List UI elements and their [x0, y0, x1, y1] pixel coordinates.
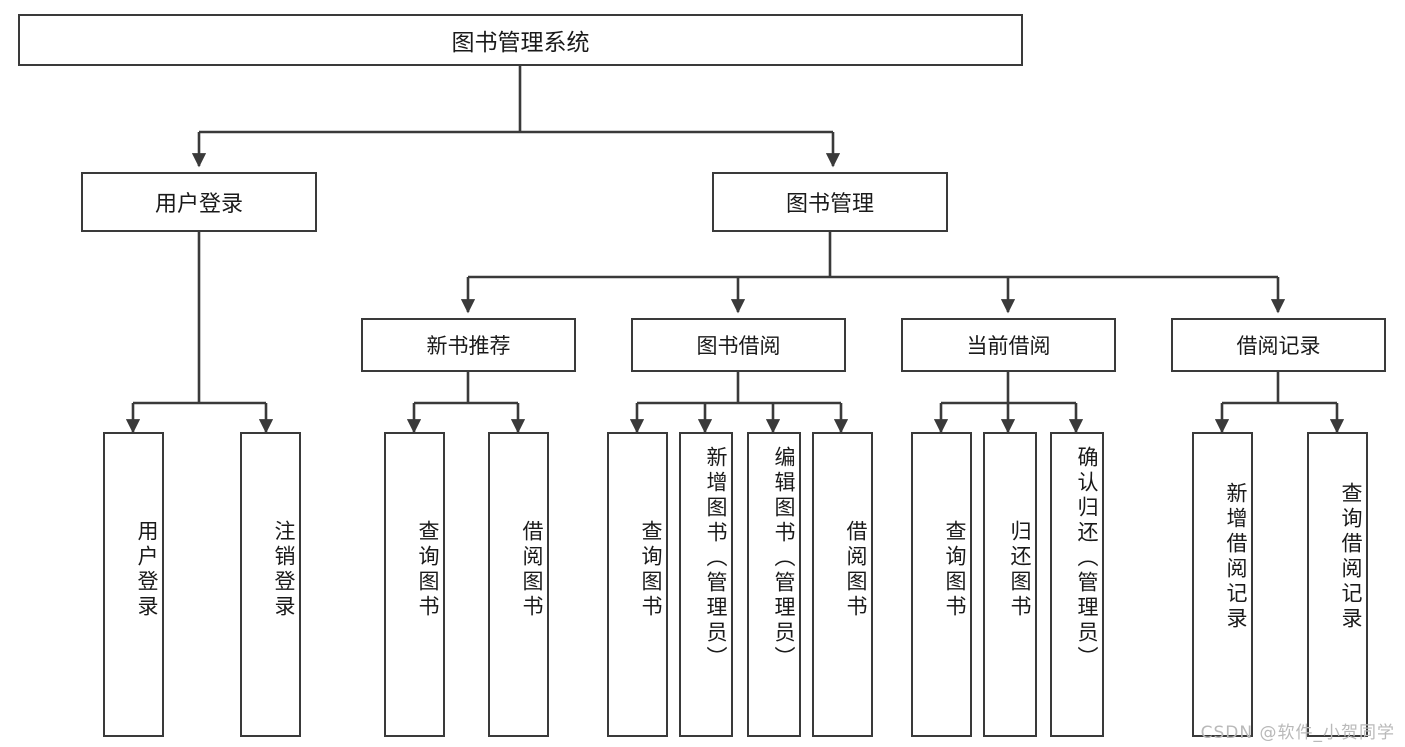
leaf-query-book-current[interactable]: 查询图书	[911, 432, 972, 737]
leaf-label: 归还图书	[1008, 520, 1032, 620]
leaf-label: 查询图书	[639, 520, 663, 620]
leaf-query-borrow-record[interactable]: 查询借阅记录	[1307, 432, 1368, 737]
leaf-query-book-borrow[interactable]: 查询图书	[607, 432, 668, 737]
leaf-logout[interactable]: 注销登录	[240, 432, 301, 737]
leaf-label: 注销登录	[272, 520, 296, 620]
node-current-borrow[interactable]: 当前借阅	[901, 318, 1116, 372]
leaf-label: 查询借阅记录	[1339, 482, 1363, 632]
leaf-user-login[interactable]: 用户登录	[103, 432, 164, 737]
leaf-label: 新增图书（管理员）	[704, 446, 728, 671]
node-root-system[interactable]: 图书管理系统	[18, 14, 1023, 66]
leaf-label: 借阅图书	[520, 520, 544, 620]
leaf-add-borrow-record[interactable]: 新增借阅记录	[1192, 432, 1253, 737]
leaf-edit-book-admin[interactable]: 编辑图书（管理员）	[747, 432, 801, 737]
leaf-add-book-admin[interactable]: 新增图书（管理员）	[679, 432, 733, 737]
leaf-label: 确认归还（管理员）	[1075, 446, 1099, 671]
leaf-label: 用户登录	[135, 520, 159, 620]
node-book-management[interactable]: 图书管理	[712, 172, 948, 232]
node-book-borrow[interactable]: 图书借阅	[631, 318, 846, 372]
leaf-label: 借阅图书	[844, 520, 868, 620]
csdn-watermark: CSDN @软件_小贺同学	[1200, 723, 1395, 743]
leaf-confirm-return-admin[interactable]: 确认归还（管理员）	[1050, 432, 1104, 737]
node-new-book-recommend[interactable]: 新书推荐	[361, 318, 576, 372]
leaf-label: 查询图书	[416, 520, 440, 620]
node-user-login[interactable]: 用户登录	[81, 172, 317, 232]
node-borrow-record[interactable]: 借阅记录	[1171, 318, 1386, 372]
leaf-borrow-book[interactable]: 借阅图书	[812, 432, 873, 737]
leaf-borrow-book-new[interactable]: 借阅图书	[488, 432, 549, 737]
leaf-label: 编辑图书（管理员）	[772, 446, 796, 671]
leaf-return-book[interactable]: 归还图书	[983, 432, 1037, 737]
leaf-label: 查询图书	[943, 520, 967, 620]
leaf-query-book-new[interactable]: 查询图书	[384, 432, 445, 737]
leaf-label: 新增借阅记录	[1224, 482, 1248, 632]
